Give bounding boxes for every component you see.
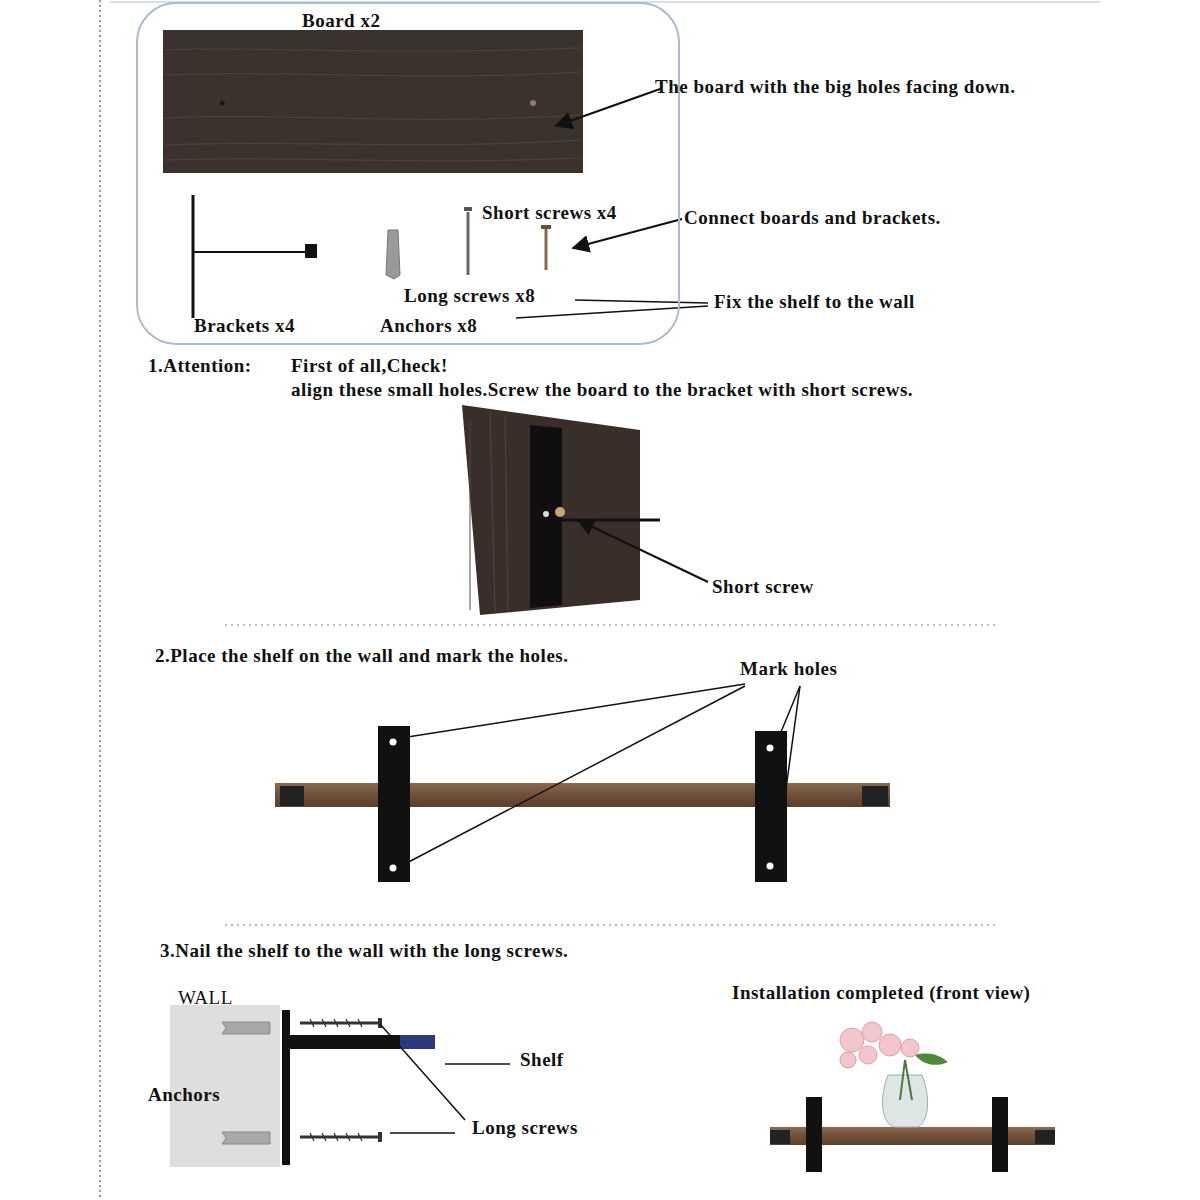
parts-panel: Board x2 Short screws x4 Long screws x8 Bra… [136,2,680,345]
annotation-text: Fix the shelf to the wall [714,291,915,313]
annotation-text: 1.Attention: [148,355,252,377]
annotation-text: The board with the big holes facing down… [655,76,1015,98]
annotation-text: Mark holes [740,658,837,680]
annotation-text: align these small holes.Screw the board … [291,379,913,401]
part-count: Brackets x4 [194,315,295,337]
part-count: Long screws x8 [404,285,535,307]
part-count: Board x2 [302,10,380,32]
part-count: Anchors x8 [380,315,477,337]
annotation-text: WALL [178,987,233,1009]
part-count: Short screws x4 [482,202,617,224]
annotation-text: First of all,Check! [291,355,448,377]
annotation-text: Installation completed (front view) [732,982,1030,1004]
annotation-text: Shelf [520,1049,564,1071]
annotation-text: 2.Place the shelf on the wall and mark t… [155,645,568,667]
annotation-text: Long screws [472,1117,578,1139]
annotation-text: Short screw [712,576,814,598]
annotation-text: Anchors [148,1084,220,1106]
annotation-text: Connect boards and brackets. [684,207,941,229]
annotation-text: 3.Nail the shelf to the wall with the lo… [160,940,568,962]
